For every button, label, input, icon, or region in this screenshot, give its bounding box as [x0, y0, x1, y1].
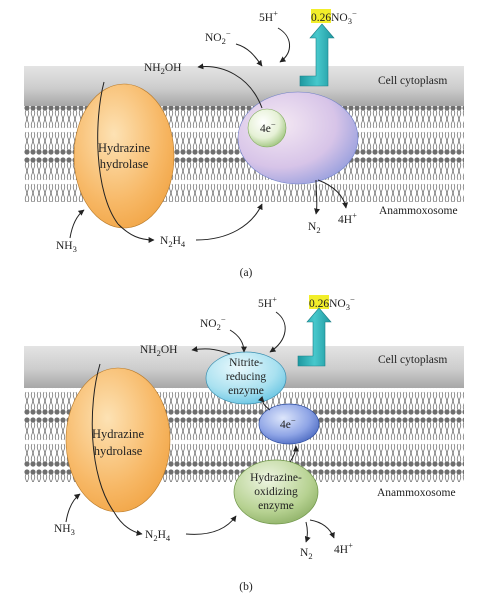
n2-label: N2 [308, 221, 321, 235]
nh2oh-label-b: NH2OH [140, 344, 178, 358]
h-out-label: 4H+ [338, 210, 357, 226]
hydrolase-b-line1: Hydrazine [92, 427, 145, 441]
arrow-no2-in-b [229, 329, 247, 353]
arrow-h-out-b [309, 519, 335, 539]
electron-carrier [247, 108, 287, 148]
nitrate-export-arrow [299, 23, 335, 87]
hzo-line1: Hydrazine- [250, 472, 302, 484]
n2h4-label: N2H4 [160, 235, 186, 249]
electrons-label-b: 4e− [280, 415, 296, 431]
hydrolase-line1: Hydrazine [98, 141, 151, 155]
arrow-to-nh2oh [197, 63, 263, 109]
hydrolase-channel-line [97, 81, 119, 225]
arrow-n2h4-to-hzo-b [185, 515, 237, 535]
arrow-electrons-from-hzo-b [289, 445, 299, 463]
cytoplasm-label: Cell cytoplasm [378, 75, 447, 87]
arrow-n2h4-to-enzyme [195, 203, 263, 241]
arrow-to-nh2oh-b [191, 346, 231, 355]
arrow-to-n2h4 [117, 223, 155, 243]
h-in-label: 5H+ [259, 8, 278, 24]
electrons-label: 4e− [260, 119, 276, 135]
arrow-no2-in [235, 43, 263, 67]
cytoplasm-label-b: Cell cytoplasm [378, 354, 447, 366]
yield-highlight [311, 9, 331, 23]
hydrazine-hydrolase: Hydrazine hydrolase [73, 83, 175, 229]
nitrite-reducing-enzyme: Nitrite- reducing enzyme [205, 351, 287, 405]
hzo-line2: oxidizing [254, 486, 298, 498]
n2-label-b: N2 [300, 547, 313, 561]
panel-a: Cell cytoplasm Anammoxosome Hydrazine hy… [24, 8, 464, 279]
panel-b: Cell cytoplasm Anammoxosome Hydrazine hy… [24, 294, 464, 593]
anammoxosome-label-b: Anammoxosome [377, 487, 456, 499]
nitrate-export-arrow-b [297, 307, 332, 367]
anammoxosome-label: Anammoxosome [379, 205, 458, 217]
electron-carrier-b: 4e− [258, 403, 320, 445]
nir-line1: Nitrite- [229, 357, 263, 369]
no2-label-b: NO2− [200, 314, 226, 332]
nh3-label: NH3 [56, 240, 77, 254]
arrow-electrons-up-b [258, 396, 271, 411]
nir-line3: enzyme [228, 385, 264, 397]
hydrazine-oxidizing-complex: 4e− [237, 91, 359, 185]
yield-highlight-b [309, 295, 329, 309]
arrow-nh3-in-b [65, 493, 81, 523]
no2-label: NO2− [205, 28, 231, 46]
arrow-n2-out [314, 179, 320, 215]
hydrolase-channel-line-b [91, 363, 115, 513]
nir-line2: reducing [226, 371, 266, 383]
n2h4-label-b: N2H4 [145, 529, 171, 543]
hydrolase-b-line2: hydrolase [94, 444, 143, 458]
nh3-label-b: NH3 [54, 523, 75, 537]
arrow-h-in-b [269, 311, 286, 353]
hydrazine-oxidizing-enzyme: Hydrazine- oxidizing enzyme [233, 459, 319, 525]
arrow-h-in [277, 27, 290, 63]
arrow-n2-out-b [304, 521, 311, 543]
h-out-label-b: 4H+ [334, 540, 353, 556]
hzo-line3: enzyme [258, 500, 294, 512]
arrow-nh3-in [69, 209, 85, 239]
arrow-h-out [317, 179, 349, 209]
arrow-to-n2h4-b [113, 511, 143, 536]
caption-b: (b) [239, 581, 253, 593]
hydrolase-line2: hydrolase [100, 157, 149, 171]
nitrate-yield-label: 0.26NO3− [311, 8, 357, 26]
nitrate-yield-label-b: 0.26NO3− [309, 294, 355, 312]
nh2oh-label: NH2OH [144, 62, 182, 76]
caption-a: (a) [240, 267, 253, 279]
h-in-label-b: 5H+ [258, 294, 277, 310]
hydrazine-hydrolase-b: Hydrazine hydrolase [65, 367, 171, 513]
